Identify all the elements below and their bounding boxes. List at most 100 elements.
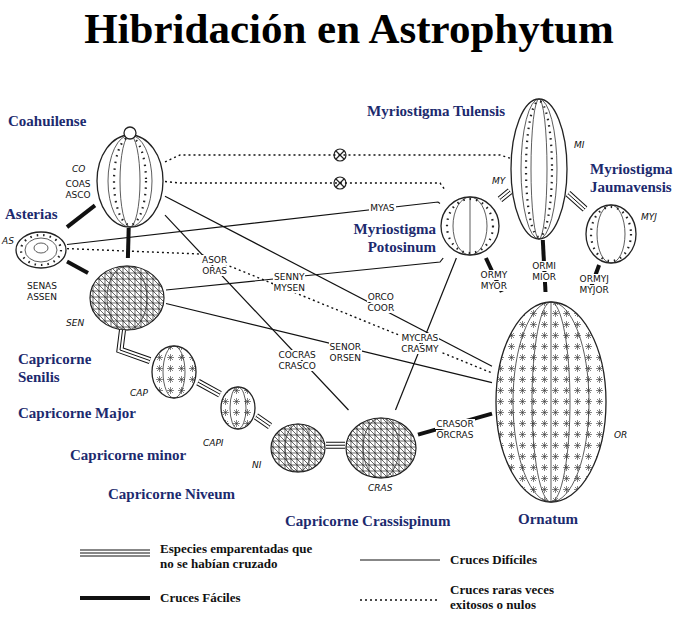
species-code: MYJ [641,212,657,222]
cactus-body [16,232,66,268]
cactus-areoles [114,137,146,225]
cactus-areoles [526,101,552,237]
connector-line [256,416,270,426]
species-code: NI [252,460,261,470]
cactus-body [586,205,636,263]
cactus-spines [152,346,196,398]
legend-text: Especies emparentadas que no se habían c… [160,541,312,571]
cactus-node: Capricorne CrassispinumCRAS [345,410,418,480]
cactus-rib [521,99,557,239]
cross-code: MYSEN [273,283,306,293]
cross-code: CRASOR [435,419,474,429]
minor-cactus [221,387,255,429]
connector-line [568,194,585,209]
cross-connector [256,416,270,426]
species-code: SEN [66,318,84,328]
legend-item: Especies emparentadas que no se habían c… [160,541,320,571]
cactus-rib [513,302,589,502]
cactus-body [97,135,163,227]
related-sample [80,553,150,554]
legend-item: Cruces raras veces exitosos o nulos [450,582,590,612]
cactus-rib [470,197,471,255]
cross-code: ORSEN [329,353,362,363]
species-name: Asterias [5,205,58,223]
species-name: Capricorne minor [70,446,186,464]
cross-connector [568,194,585,209]
cross-code: COCRAS [277,350,316,360]
related-sample [80,550,150,557]
cross-code: ORCO [367,292,395,302]
asterias-cactus [16,232,66,268]
cactus-rib [34,243,48,253]
cactus-node: Capricorne NiveumNI [270,418,326,473]
cross-code: ORMI [531,261,557,271]
cross-connector [396,258,457,410]
cross-connector [120,330,150,361]
cross-connector [165,182,445,191]
cactus-body [346,418,416,478]
cactus-body [152,346,196,398]
easy-sample [80,596,150,600]
cactus-flower [124,127,136,139]
connector-line [568,194,585,209]
cactus-rib [285,424,311,472]
cross-connector [67,249,492,373]
connector-line [120,330,150,361]
cross-connector [165,196,492,366]
cross-code: COOR [366,303,395,313]
cactus-rib [108,135,152,227]
cactus-rib [551,302,552,502]
connector-line [198,382,220,394]
cross-code: CRASCO [277,361,316,371]
connector-line [67,249,492,373]
connector-line [326,442,345,449]
species-code: MY [492,176,505,186]
niveum-cactus [271,424,325,472]
diagram-title: Hibridación en Astrophytum [0,4,698,54]
connector-line [67,262,88,273]
connector-line [120,330,150,361]
legend-text: Cruces Fáciles [160,590,241,605]
connector-line [165,155,510,162]
cactus-rib [107,266,147,330]
cactus-body [271,424,325,472]
cross-code: MIOR [531,272,557,282]
cross-code: CRASMY [400,344,439,354]
species-code: CAPI [203,438,224,448]
species-name: Capricorne Niveum [108,485,235,503]
cactus-node: AsteriasAS [15,225,67,270]
species-name: Myriostigma Jaumavensis [590,160,690,196]
cactus-body [90,266,164,330]
connector-line [326,443,345,448]
cactus-node: CoahuilenseCO [95,128,165,228]
cross-connector [198,382,220,394]
tulensis-cactus [511,99,567,239]
species-name: Capricorne Major [18,404,136,422]
cross-code: MYCRAS [400,333,439,343]
cross-connector [127,228,129,258]
cactus-areoles [591,207,631,261]
connector-line [198,382,220,394]
connector-line [126,228,131,258]
cactus-rib [163,346,185,398]
species-name: Myriostigma Tulensis [330,102,505,120]
cactus-body [511,99,567,239]
cactus-body [441,197,499,255]
related-sample [80,551,150,556]
cactus-rib [25,238,57,262]
cross-code: MYJOR [579,285,610,295]
crassispinum-cactus [346,418,416,478]
cross-code: SENAS [26,281,58,291]
species-code: CAP [130,388,148,398]
cross-code: ORCRAS [436,430,475,440]
cactus-node: Capricorne minorCAPI [220,378,256,430]
cactus-rib [120,135,140,227]
cactus-spines [496,302,606,502]
cactus-node: OrnatumOR [492,292,610,502]
connector-line [568,194,585,209]
difficult-sample [360,559,440,560]
cross-code: ASCO [64,190,91,200]
connector-line [120,330,150,361]
species-code: AS [2,236,14,246]
